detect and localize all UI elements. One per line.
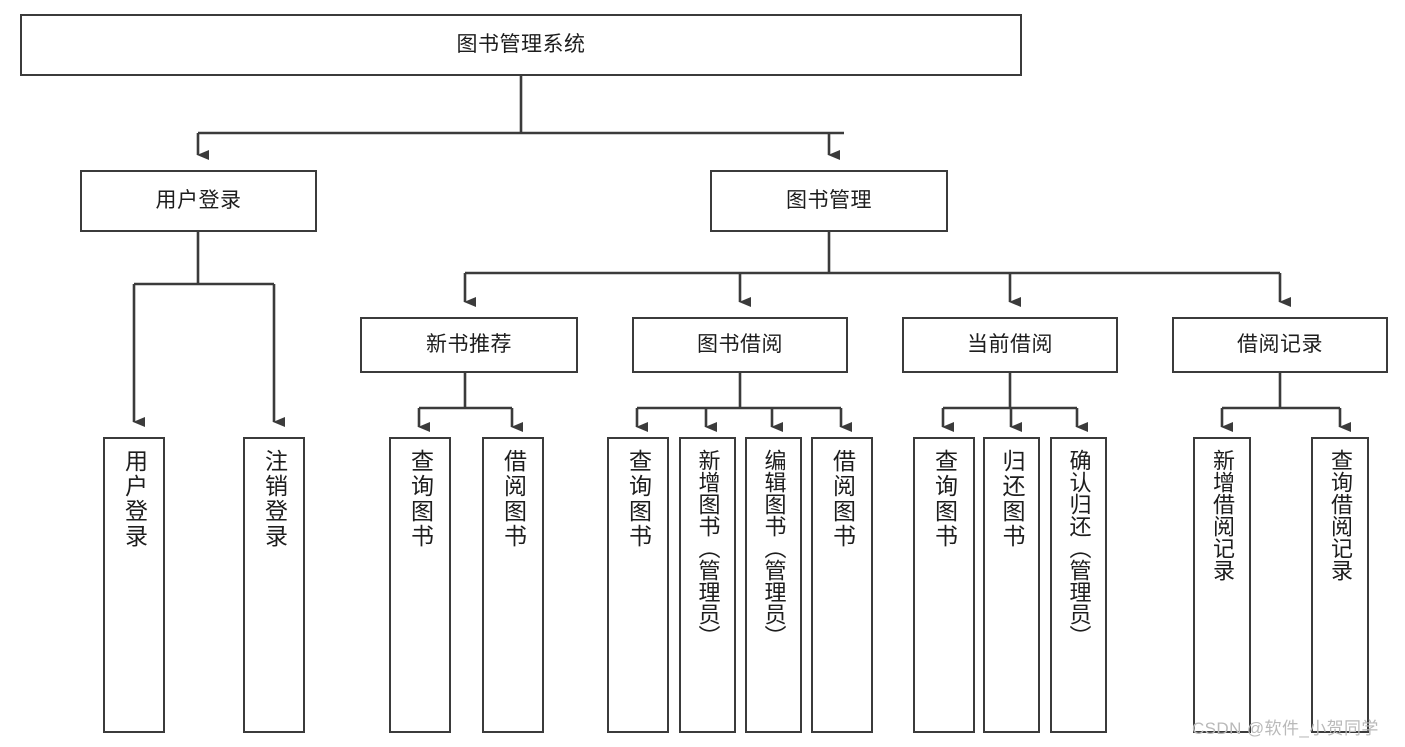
node-leaf-borrow-book-1[interactable]: 借阅图书 xyxy=(482,437,544,733)
node-leaf-edit-book[interactable]: 编辑图书（管理员） xyxy=(745,437,802,733)
node-leaf-return-book[interactable]: 归还图书 xyxy=(983,437,1040,733)
node-leaf-confirm-return-label: 确认归还（管理员） xyxy=(1066,449,1092,647)
node-leaf-add-book-label: 新增图书（管理员） xyxy=(695,449,721,647)
node-book-manage-label: 图书管理 xyxy=(786,188,872,212)
node-leaf-query-book-2-label: 查询图书 xyxy=(625,449,652,549)
node-leaf-borrow-book-1-label: 借阅图书 xyxy=(500,449,527,549)
node-book-manage[interactable]: 图书管理 xyxy=(710,170,948,232)
node-leaf-borrow-book-2[interactable]: 借阅图书 xyxy=(811,437,873,733)
node-user-login-label: 用户登录 xyxy=(155,188,242,212)
node-leaf-query-book-3-label: 查询图书 xyxy=(931,449,958,549)
node-leaf-borrow-book-2-label: 借阅图书 xyxy=(829,449,856,549)
node-leaf-query-record[interactable]: 查询借阅记录 xyxy=(1311,437,1369,733)
node-leaf-confirm-return[interactable]: 确认归还（管理员） xyxy=(1050,437,1107,733)
node-leaf-return-book-label: 归还图书 xyxy=(999,449,1025,549)
node-leaf-user-logout-label: 注销登录 xyxy=(261,449,288,549)
node-leaf-user-login[interactable]: 用户登录 xyxy=(103,437,165,733)
node-current-borrow[interactable]: 当前借阅 xyxy=(902,317,1118,373)
node-book-borrow-label: 图书借阅 xyxy=(697,332,783,356)
node-new-book-recommend[interactable]: 新书推荐 xyxy=(360,317,578,373)
node-current-borrow-label: 当前借阅 xyxy=(967,332,1053,356)
node-leaf-query-book-3[interactable]: 查询图书 xyxy=(913,437,975,733)
node-leaf-user-login-label: 用户登录 xyxy=(121,449,148,549)
node-leaf-add-record[interactable]: 新增借阅记录 xyxy=(1193,437,1251,733)
node-leaf-add-record-label: 新增借阅记录 xyxy=(1210,449,1235,581)
csdn-watermark: CSDN @软件_小贺同学 xyxy=(1192,719,1379,738)
node-leaf-query-book-1[interactable]: 查询图书 xyxy=(389,437,451,733)
node-root[interactable]: 图书管理系统 xyxy=(20,14,1022,76)
node-leaf-query-book-1-label: 查询图书 xyxy=(407,449,434,549)
node-borrow-record-label: 借阅记录 xyxy=(1237,332,1323,356)
node-borrow-record[interactable]: 借阅记录 xyxy=(1172,317,1388,373)
node-leaf-user-logout[interactable]: 注销登录 xyxy=(243,437,305,733)
node-root-label: 图书管理系统 xyxy=(456,32,586,56)
node-leaf-edit-book-label: 编辑图书（管理员） xyxy=(761,449,787,647)
node-new-book-recommend-label: 新书推荐 xyxy=(426,332,512,356)
node-book-borrow[interactable]: 图书借阅 xyxy=(632,317,848,373)
node-leaf-query-record-label: 查询借阅记录 xyxy=(1328,449,1353,581)
node-leaf-query-book-2[interactable]: 查询图书 xyxy=(607,437,669,733)
node-user-login[interactable]: 用户登录 xyxy=(80,170,317,232)
node-leaf-add-book[interactable]: 新增图书（管理员） xyxy=(679,437,736,733)
